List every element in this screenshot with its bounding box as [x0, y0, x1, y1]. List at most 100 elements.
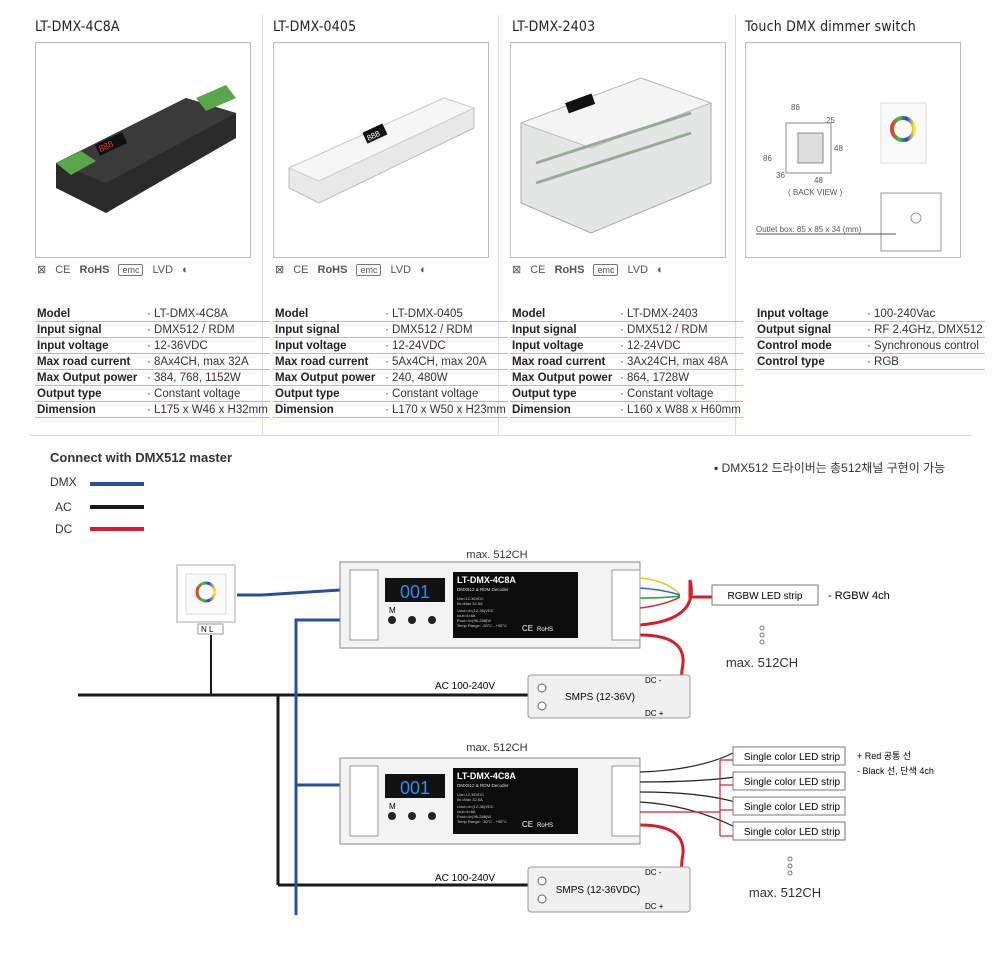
- decoder-spec: Uin=12-36VDC: [457, 596, 484, 601]
- spec-value: DMX512 / RDM: [383, 321, 508, 338]
- dc-plus-label: DC +: [645, 709, 664, 718]
- legend-dmx-line: [90, 482, 144, 486]
- spec-value: 5Ax4CH, max 20A: [383, 353, 508, 370]
- spec-row: Max Output power240, 480W: [273, 369, 508, 386]
- spec-label: Model: [510, 306, 618, 322]
- rohs-mark: RoHS: [317, 263, 348, 276]
- decoder-subtitle: DMX512 & RDM Decoder: [457, 587, 509, 592]
- ce-mark: CE: [522, 624, 533, 633]
- decoder-spec: Iout=4×8A: [457, 613, 476, 618]
- ce-mark: CE: [55, 263, 71, 276]
- emc-mark: emc: [118, 263, 144, 276]
- spec-row: Input voltage12-36VDC: [35, 337, 270, 354]
- back-view-label: ( BACK VIEW ): [788, 188, 843, 197]
- spec-label: Dimension: [35, 401, 145, 418]
- decoder-spec: Temp Range: -30°C - +55°C: [457, 819, 507, 824]
- rohs-mark: RoHS: [537, 627, 553, 633]
- color-wheel-icon: [195, 581, 217, 603]
- dc-minus-label: DC -: [645, 676, 662, 685]
- ac-label: AC 100-240V: [435, 681, 495, 692]
- spec-label: Model: [273, 306, 383, 322]
- single-color-led-strip: [732, 796, 846, 816]
- spec-value: L170 x W50 x H23mm: [383, 401, 508, 418]
- rohs-mark: RoHS: [79, 263, 110, 276]
- decoder-spec: Iin=Max 32.5A: [457, 797, 483, 802]
- dimension-label: 86: [763, 154, 772, 163]
- max-channel-label: max. 512CH: [466, 742, 527, 754]
- single-color-strips: Single color LED strip Single color LED …: [732, 746, 846, 841]
- spec-row: Output typeConstant voltage: [273, 385, 508, 402]
- divider: [498, 15, 499, 435]
- spec-row: DimensionL175 x W46 x H32mm: [35, 401, 270, 418]
- strip-label: Single color LED strip: [744, 802, 841, 813]
- divider: [262, 15, 263, 435]
- product-image-4c8a: 888: [35, 42, 251, 258]
- spec-row: Input voltage12-24VDC: [510, 337, 743, 354]
- decoder-spec: Temp Range: -30°C - +55°C: [457, 623, 507, 628]
- decoder-subtitle: DMX512 & RDM Decoder: [457, 783, 509, 788]
- spec-row: Input signalDMX512 / RDM: [35, 321, 270, 338]
- rgbw-wires: [639, 577, 681, 609]
- channel-note: ▪ DMX512 드라이버는 총512채널 구현이 가능: [714, 461, 946, 475]
- single-color-led-strip: [732, 746, 846, 766]
- legend-dc-label: DC: [55, 522, 73, 536]
- spec-value: LT-DMX-4C8A: [145, 306, 270, 322]
- rgbw-led-strip: [711, 584, 819, 606]
- ac-label: AC 100-240V: [435, 873, 495, 884]
- strip-label: Single color LED strip: [744, 827, 841, 838]
- spec-label: Output type: [35, 385, 145, 402]
- spec-row: Output typeConstant voltage: [510, 385, 743, 402]
- single-color-led-strip: [732, 771, 846, 791]
- spec-label: Max road current: [510, 353, 618, 370]
- spec-row: Max road current8Ax4CH, max 32A: [35, 353, 270, 370]
- rohs-mark: RoHS: [537, 823, 553, 829]
- spec-label: Max Output power: [273, 369, 383, 386]
- spec-label: Dimension: [273, 401, 383, 418]
- spec-row: Max Output power384, 768, 1152W: [35, 369, 270, 386]
- spec-label: Input signal: [35, 321, 145, 338]
- spec-label: Max Output power: [35, 369, 145, 386]
- smps-1: [527, 674, 691, 719]
- spec-label: Output signal: [755, 321, 865, 338]
- spec-label: Input voltage: [35, 337, 145, 354]
- decoder-1: 001 M LT-DMX-4C8A DMX512 & RDM Decoder U…: [339, 561, 641, 649]
- product-image-0405: 888: [273, 42, 489, 258]
- product-image-2403: [510, 42, 726, 258]
- decoder-spec: Iin=Max 32.5A: [457, 601, 483, 606]
- ce-mark: CE: [530, 263, 546, 276]
- c-tick-icon: ◐: [182, 263, 189, 276]
- spec-row: Control typeRGB: [755, 353, 985, 370]
- ce-mark: CE: [293, 263, 309, 276]
- strip-label: Single color LED strip: [744, 752, 841, 763]
- lvd-mark: LVD: [627, 263, 649, 276]
- c-tick-icon: ◐: [420, 263, 427, 276]
- single-note: + Red 공통 선: [857, 751, 911, 761]
- spec-row: ModelLT-DMX-0405: [273, 306, 508, 322]
- smps-label: SMPS (12-36VDC): [556, 885, 640, 896]
- outlet-box-label: Outlet box: 85 x 85 x 34 (mm): [756, 225, 862, 234]
- divider: [735, 15, 736, 435]
- product-title-2403: LT-DMX-2403: [512, 19, 596, 35]
- rgbw-note: - RGBW 4ch: [828, 590, 890, 602]
- product-image-touch-switch: 86 25 86 48 36 48 ( BACK VIEW ) Outlet b…: [745, 42, 961, 258]
- legend-ac-line: [90, 505, 144, 509]
- product-title-touch-switch: Touch DMX dimmer switch: [745, 19, 916, 35]
- spec-value: Constant voltage: [618, 385, 743, 402]
- m-button-label: M: [389, 606, 396, 615]
- spec-label: Input signal: [510, 321, 618, 338]
- single-color-led-strip: [732, 821, 846, 841]
- lvd-mark: LVD: [390, 263, 412, 276]
- spec-label: Input voltage: [510, 337, 618, 354]
- dc-minus-label: DC -: [645, 868, 662, 877]
- max-channel-label: max. 512CH: [466, 549, 527, 561]
- decoder-2: 001 M LT-DMX-4C8A DMX512 & RDM Decoder U…: [339, 757, 641, 845]
- dc-wires: [639, 579, 712, 906]
- spec-value: 384, 768, 1152W: [145, 369, 270, 386]
- decoder-spec: Iout=4×8A: [457, 809, 476, 814]
- spec-label: Input voltage: [755, 306, 865, 322]
